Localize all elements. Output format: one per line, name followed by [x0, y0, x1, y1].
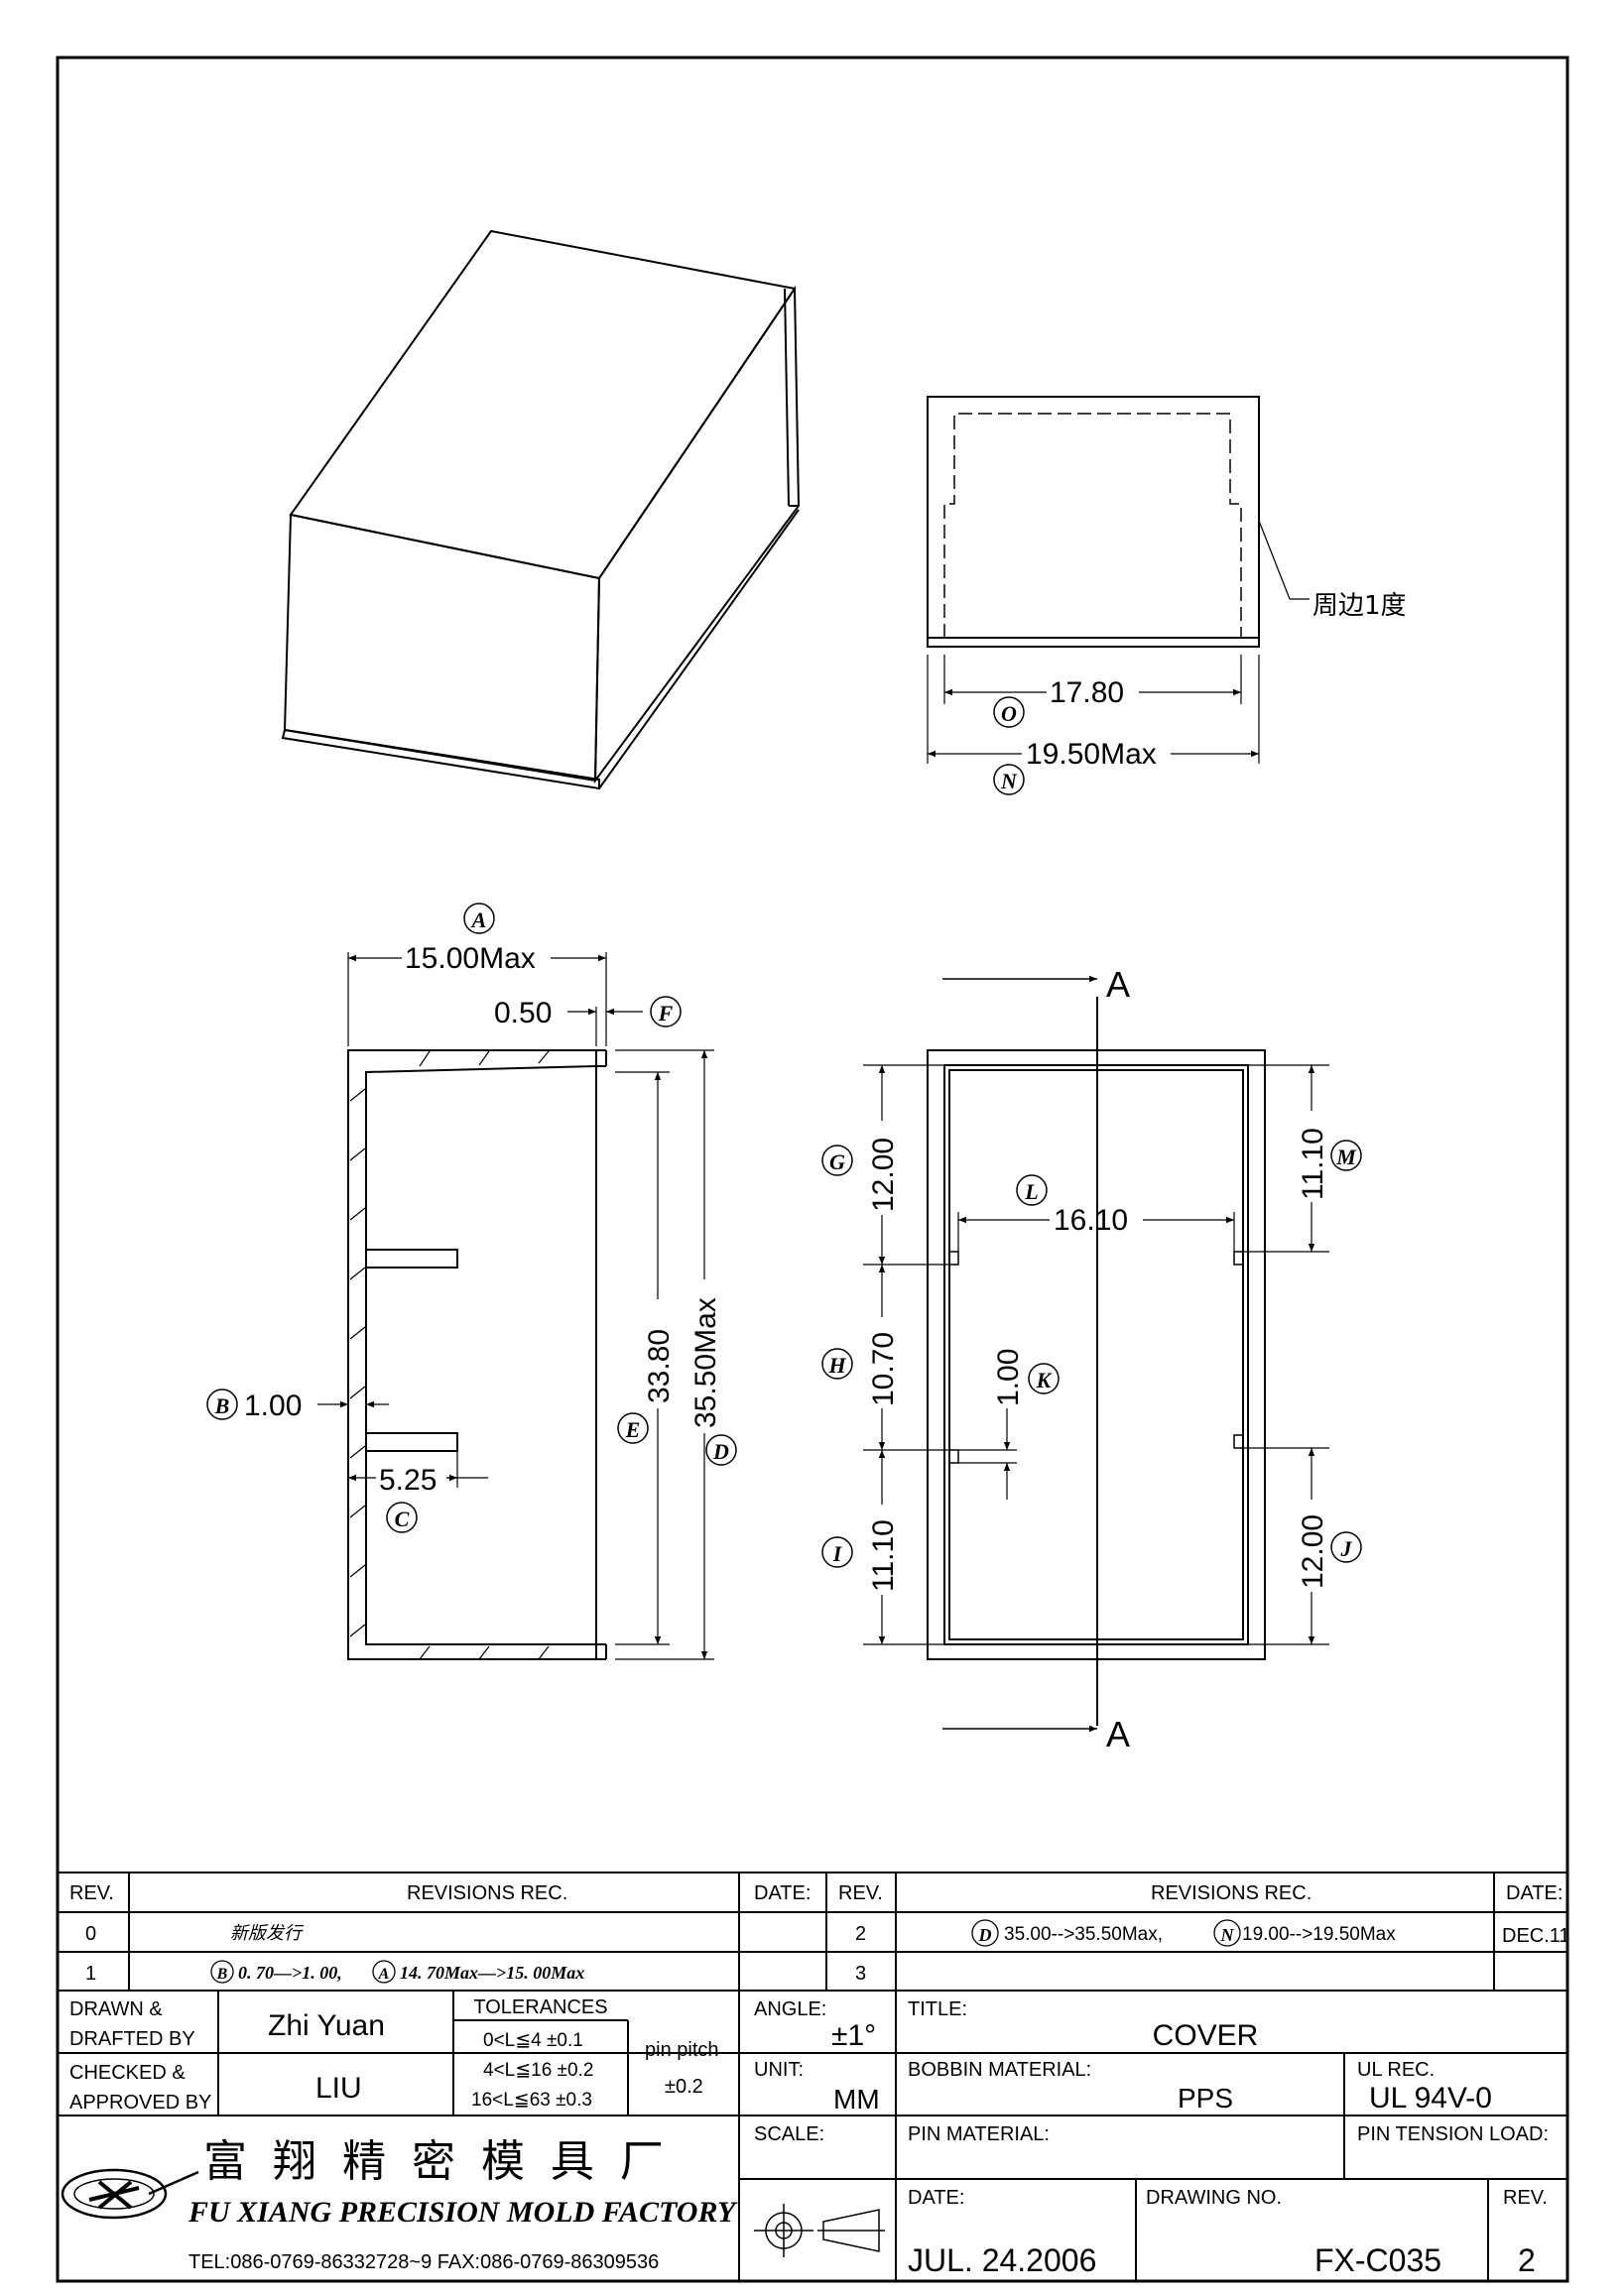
draft-angle-note: 周边1度: [1312, 591, 1407, 621]
dim-h-label: H: [827, 1353, 846, 1378]
company-logo: [61, 2168, 199, 2220]
dim-a-label: A: [470, 907, 487, 932]
tolerances-label: TOLERANCES: [473, 1996, 607, 2018]
unit-label: UNIT:: [754, 2059, 804, 2081]
isometric-view: [281, 229, 801, 790]
rev-value: 2: [1518, 2242, 1536, 2278]
projection-symbol: [754, 2204, 885, 2257]
company-name-en: FU XIANG PRECISION MOLD FACTORY: [187, 2196, 738, 2229]
dim-g-label: G: [829, 1149, 845, 1174]
rev-2-date: DEC.11: [1502, 1925, 1570, 1947]
dim-n-value: 19.50Max: [1026, 738, 1157, 771]
date-header-left: DATE:: [754, 1882, 811, 1904]
dim-f-value: 0.50: [494, 997, 552, 1029]
bobbin-label: BOBBIN MATERIAL:: [908, 2059, 1091, 2081]
rev-2-d-label: D: [978, 1925, 992, 1945]
rev-1-a-label: A: [378, 1966, 390, 1983]
drawn-by: Zhi Yuan: [268, 2009, 385, 2042]
tol-2: 4<L≦16 ±0.2: [483, 2060, 593, 2081]
dim-a-value: 15.00Max: [405, 942, 536, 975]
tol-1: 0<L≦4 ±0.1: [483, 2030, 583, 2051]
ul-value: UL 94V-0: [1369, 2082, 1492, 2115]
drawing-no-label: DRAWING NO.: [1146, 2187, 1282, 2209]
side-section-view: 15.00Max A 0.50 F 1.00 B 5.25 C 33.80 E: [206, 903, 737, 1660]
dim-l-label: L: [1024, 1179, 1038, 1204]
title-block: [58, 1872, 1567, 2281]
dim-j-value: 12.00: [1297, 1514, 1329, 1589]
dim-c-value: 5.25: [379, 1464, 437, 1497]
unit-value: MM: [833, 2084, 880, 2115]
company-name-cn: 富 翔 精 密 模 具 厂: [203, 2136, 670, 2187]
dim-k-value: 1.00: [992, 1349, 1025, 1406]
rev-1-a-text: 14. 70Max—>15. 00Max: [400, 1963, 584, 1983]
drawn-label-1: DRAWN &: [69, 1998, 163, 2020]
dim-i-value: 11.10: [867, 1519, 900, 1592]
rev-1: 1: [85, 1963, 96, 1985]
dim-m-value: 11.10: [1297, 1128, 1329, 1200]
revisions-header-left: REVISIONS REC.: [407, 1882, 567, 1904]
rev-0-text: 新版发行: [230, 1923, 305, 1944]
section-mark-bottom: A: [1106, 1714, 1130, 1754]
checked-label-1: CHECKED &: [69, 2062, 186, 2084]
dim-e-value: 33.80: [643, 1329, 676, 1403]
bobbin-value: PPS: [1178, 2083, 1233, 2114]
rev-0: 0: [85, 1923, 96, 1945]
date-header-right: DATE:: [1506, 1882, 1562, 1904]
dim-k-label: K: [1036, 1368, 1053, 1392]
rev-2-d-text: 35.00-->35.50Max,: [1004, 1924, 1163, 1945]
tol-3: 16<L≦63 ±0.3: [471, 2090, 592, 2111]
rev-3: 3: [855, 1963, 866, 1985]
revisions-header-right: REVISIONS REC.: [1151, 1882, 1312, 1904]
top-view: A A 16.10 L 12.00 G 10.70 H 11.10: [821, 964, 1362, 1754]
rev-header-right: REV.: [838, 1882, 883, 1904]
dim-b-label: B: [214, 1393, 230, 1418]
dim-m-label: M: [1335, 1145, 1357, 1169]
rev-1-b-label: B: [216, 1966, 228, 1983]
dim-d-label: D: [712, 1439, 729, 1464]
pin-tension-label: PIN TENSION LOAD:: [1357, 2123, 1549, 2145]
date-label: DATE:: [908, 2187, 964, 2209]
dim-d-value: 35.50Max: [689, 1297, 722, 1428]
checked-label-2: APPROVED BY: [69, 2092, 211, 2114]
rev-1-b-text: 0. 70—>1. 00,: [238, 1963, 342, 1983]
rev-2: 2: [855, 1923, 866, 1945]
scale-label: SCALE:: [754, 2123, 824, 2145]
dim-n-label: N: [1000, 769, 1018, 793]
pin-pitch-label: pin pitch: [645, 2039, 719, 2061]
date-value: JUL. 24.2006: [908, 2242, 1096, 2278]
dim-j-label: J: [1340, 1536, 1353, 1561]
section-mark-top: A: [1106, 964, 1130, 1005]
company-contact: TEL:086-0769-86332728~9 FAX:086-0769-863…: [188, 2251, 659, 2273]
front-view: 周边1度 17.80 O 19.50Max N: [927, 396, 1407, 795]
rev-2-n-text: 19.00-->19.50Max: [1242, 1924, 1396, 1945]
dim-f-label: F: [658, 1001, 674, 1026]
dim-l-value: 16.10: [1054, 1204, 1128, 1237]
drawing-no-value: FX-C035: [1314, 2242, 1441, 2278]
title-value: COVER: [1153, 2019, 1259, 2052]
checked-by: LIU: [315, 2072, 362, 2105]
title-block-text: REV. REVISIONS REC. DATE: REV. REVISIONS…: [61, 1882, 1570, 2278]
dim-g-value: 12.00: [867, 1138, 900, 1212]
dim-i-label: I: [832, 1541, 843, 1566]
dim-o-value: 17.80: [1050, 676, 1124, 709]
dim-h-value: 10.70: [867, 1332, 900, 1406]
dim-c-label: C: [395, 1507, 410, 1531]
dim-b-value: 1.00: [244, 1390, 302, 1422]
ul-label: UL REC.: [1357, 2059, 1435, 2081]
angle-label: ANGLE:: [754, 1998, 826, 2020]
rev-header-left: REV.: [69, 1882, 114, 1904]
rev-label: REV.: [1503, 2187, 1548, 2209]
title-label: TITLE:: [908, 1998, 967, 2020]
pin-material-label: PIN MATERIAL:: [908, 2123, 1050, 2145]
dim-e-label: E: [625, 1417, 641, 1442]
angle-value: ±1°: [831, 2019, 876, 2052]
dim-o-label: O: [1001, 701, 1017, 726]
drawn-label-2: DRAFTED BY: [69, 2028, 195, 2050]
rev-2-n-label: N: [1220, 1925, 1235, 1945]
pin-pitch-value: ±0.2: [665, 2076, 703, 2098]
sheet-border: [56, 56, 1569, 2283]
